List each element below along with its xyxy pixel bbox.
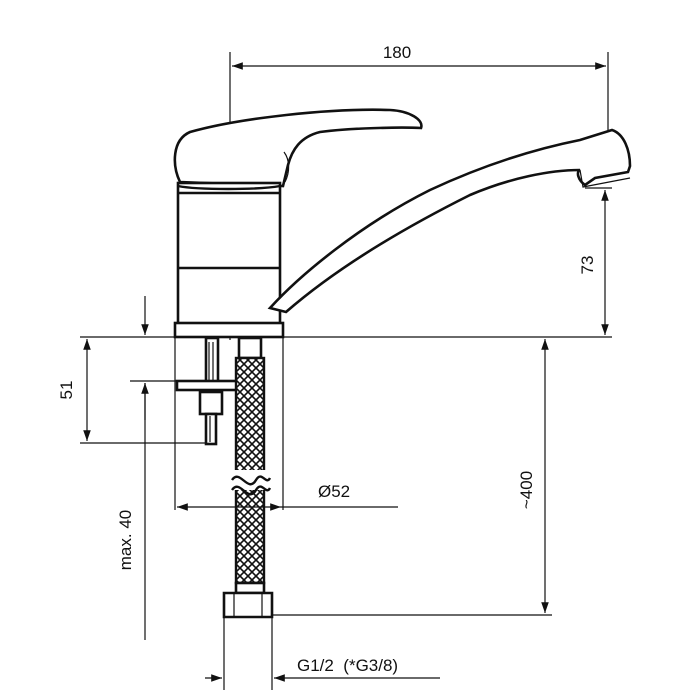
hose-nut	[222, 591, 274, 619]
max-thickness-label: max. 40	[116, 510, 135, 570]
base-offset-label: 51	[57, 381, 76, 400]
hose-length-dimension: ~400	[272, 339, 552, 616]
base-diameter-label: Ø52	[318, 482, 350, 501]
max-thickness-dimension: max. 40	[116, 296, 177, 640]
hose-length-label: ~400	[517, 471, 536, 509]
mounting-stud	[175, 336, 265, 446]
faucet-body	[173, 181, 285, 339]
width-dimension-label: 180	[383, 43, 411, 62]
connection-dimension: G1/2 (*G3/8)	[205, 656, 440, 682]
flexible-hose	[222, 336, 274, 690]
spout-height-label: 73	[578, 256, 597, 275]
spout-height-dimension: 73	[283, 187, 612, 338]
spout	[267, 128, 632, 314]
base-diameter-dimension: Ø52	[174, 337, 398, 511]
connection-label: G1/2 (*G3/8)	[297, 656, 398, 675]
lever-handle	[173, 108, 423, 188]
lever-detail	[283, 151, 290, 183]
spout-aerator	[579, 169, 631, 188]
base-offset-dimension: 51	[57, 336, 206, 444]
